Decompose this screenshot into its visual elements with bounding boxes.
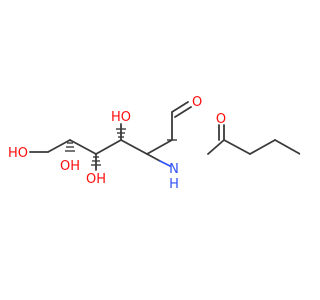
- bond-cb-cg: [274, 139, 300, 155]
- bond-c5-c4: [69, 139, 97, 155]
- bond-layer: [29, 101, 300, 171]
- bond-n-cc: [207, 139, 225, 155]
- bond-c2-n-carbon-half: [146, 153, 161, 162]
- bond-c4-c3: [95, 139, 122, 155]
- bond-ca-cb: [249, 139, 276, 155]
- bond-cc-ca: [223, 139, 251, 155]
- atom-label-hydroxyl-c5: OH: [60, 159, 80, 174]
- bond-c6-c5: [47, 139, 71, 153]
- bond-c3-c2: [120, 139, 148, 155]
- atom-label-amide-nitrogen: N: [169, 162, 179, 177]
- bond-c0-o-aldehyde-double: [174, 106, 192, 118]
- atom-label-aldehyde-oxygen: O: [192, 95, 202, 110]
- atom-label-amide-oxygen: O: [216, 112, 226, 127]
- atom-label-amide-hydrogen: H: [169, 177, 179, 192]
- bond-c2-c1: [146, 139, 173, 155]
- bond-c2-n-nitrogen-half: [159, 160, 171, 167]
- atom-label-hydroxyl-c4: OH: [86, 172, 106, 187]
- bond-c0-o-aldehyde: [171, 101, 189, 113]
- molecule-structure: O O N H HO OH OH HO: [8, 95, 300, 192]
- atom-label-hydroxyl-c3: HO: [111, 110, 131, 125]
- stereo-wedge-layer: [65, 128, 177, 166]
- atom-label-hydroxyl-c6: HO: [8, 146, 28, 161]
